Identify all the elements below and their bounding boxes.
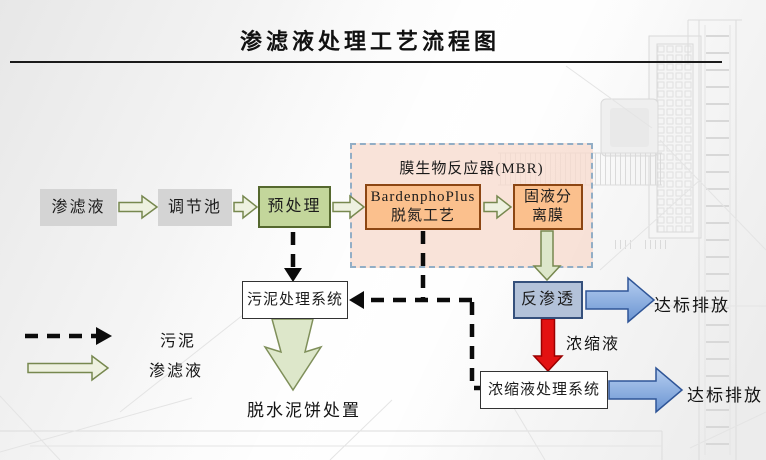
leachate-arrow-3 bbox=[332, 194, 366, 220]
membrane-line2: 离膜 bbox=[531, 208, 564, 224]
legend-sludge-label: 污泥 bbox=[160, 333, 197, 350]
sludge-to-cake-arrow bbox=[263, 318, 323, 392]
legend-sludge-arrowhead bbox=[96, 327, 112, 345]
concentrate-arrow bbox=[532, 318, 564, 373]
concentrate-discharge-arrow bbox=[608, 366, 684, 414]
leachate-arrow-1 bbox=[118, 194, 159, 220]
legend-leachate-arrow bbox=[27, 354, 110, 382]
label-discharge-bottom: 达标排放 bbox=[687, 386, 763, 405]
node-leachate: 渗滤液 bbox=[40, 189, 117, 226]
node-pretreatment: 预处理 bbox=[258, 186, 331, 228]
label-concentrate: 浓缩液 bbox=[566, 336, 621, 353]
bardenpho-line2: 脱氮工艺 bbox=[390, 208, 455, 224]
sludge-line-to-concentrate-system bbox=[469, 302, 480, 391]
title-underline bbox=[10, 61, 722, 63]
leachate-arrow-4 bbox=[483, 194, 513, 220]
sludge-arrowhead-left bbox=[349, 291, 364, 309]
page-title: 渗滤液处理工艺流程图 bbox=[239, 29, 500, 54]
label-discharge-top: 达标排放 bbox=[654, 296, 730, 315]
sludge-arrowhead-down bbox=[284, 268, 302, 282]
node-regulation-tank: 调节池 bbox=[158, 189, 232, 226]
mbr-region-label: 膜生物反应器(MBR) bbox=[399, 161, 544, 177]
leachate-arrow-2 bbox=[233, 194, 259, 220]
legend-leachate-label: 渗滤液 bbox=[149, 363, 204, 380]
label-cake-disposal: 脱水泥饼处置 bbox=[247, 401, 361, 420]
ro-discharge-arrow bbox=[585, 276, 656, 324]
node-concentrate-system: 浓缩液处理系统 bbox=[480, 371, 608, 409]
bardenpho-line1: BardenphoPlus bbox=[370, 189, 476, 206]
membrane-line1: 固液分 bbox=[523, 189, 572, 206]
node-sludge-system: 污泥处理系统 bbox=[242, 281, 348, 319]
membrane-to-ro-arrow bbox=[532, 230, 562, 282]
node-membrane: 固液分 离膜 bbox=[513, 184, 583, 230]
node-bardenpho: BardenphoPlus 脱氮工艺 bbox=[365, 184, 481, 230]
node-reverse-osmosis: 反渗透 bbox=[513, 281, 583, 319]
